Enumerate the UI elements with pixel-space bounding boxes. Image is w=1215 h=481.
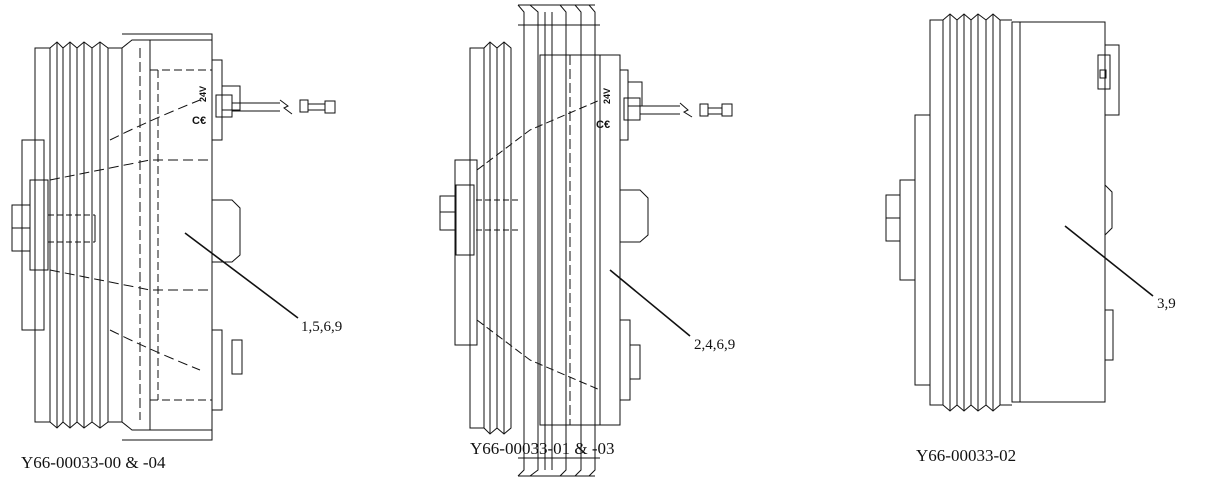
pulley-groove-1c [76,41,93,429]
pulley-groove-1d [91,41,109,429]
ce-mark-1: C€ [192,115,206,127]
caption-1: Y66-00033-00 & -04 [21,453,166,472]
caption-3: Y66-00033-02 [916,446,1016,465]
ce-mark-2: C€ [596,119,610,131]
callout-label-3: 3,9 [1157,296,1176,312]
bolt-head-2 [439,195,457,231]
connector-3 [1097,54,1111,90]
leader-line-2 [609,269,691,337]
connector-2 [623,97,641,121]
clutch-drawing-2: C€ 24V [439,4,733,477]
pulley-groove-1a [49,41,64,429]
hub-plate-3 [914,114,931,386]
clutch-drawing-1: C€ 24V [11,33,336,441]
hub-collar-3 [899,179,916,281]
clutch-body-3 [1011,21,1106,403]
pulley-groove-1b [62,41,78,429]
hub-plate-1 [21,139,45,331]
clutch-body-2 [539,54,621,426]
voltage-mark-1: 24V [198,86,208,102]
hub-plate-2 [454,159,478,346]
connector-1 [215,94,233,118]
leader-line-1 [184,232,299,319]
voltage-mark-2: 24V [602,88,612,104]
callout-label-1: 1,5,6,9 [301,319,342,335]
clutch-drawing-3 [885,13,1154,412]
callout-label-2: 2,4,6,9 [694,337,735,353]
leader-line-3 [1064,225,1154,297]
caption-2: Y66-00033-01 & -03 [470,439,614,458]
hub-collar-1 [29,179,49,271]
